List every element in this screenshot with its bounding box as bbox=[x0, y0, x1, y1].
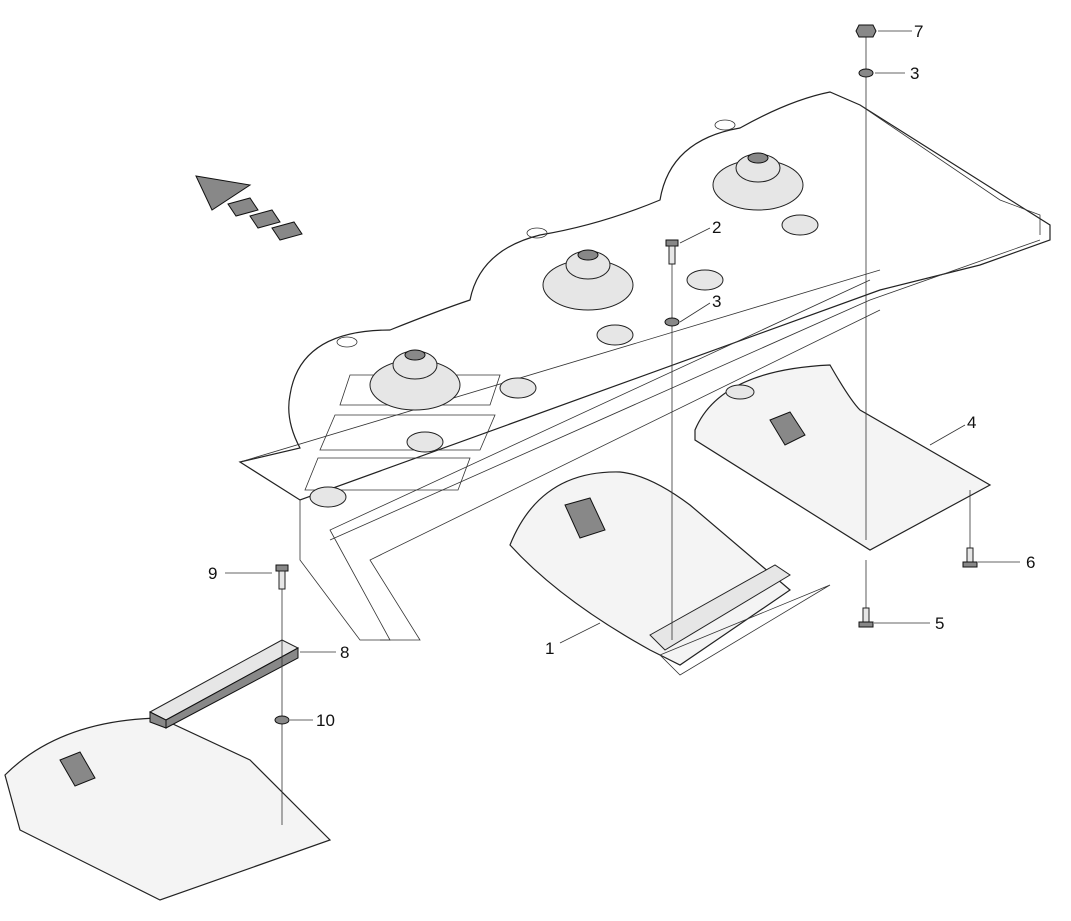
callout-2: 2 bbox=[712, 218, 721, 237]
skid-plate-1 bbox=[509, 471, 791, 666]
wear-bar-8 bbox=[148, 639, 300, 729]
callout-7: 7 bbox=[914, 22, 923, 41]
callout-8: 8 bbox=[340, 643, 349, 662]
callout-4: 4 bbox=[967, 413, 976, 432]
disc-hubs bbox=[309, 152, 819, 508]
direction-arrow-icon bbox=[195, 175, 303, 241]
callout-6: 6 bbox=[1026, 553, 1035, 572]
callout-3-middle: 3 bbox=[712, 292, 721, 311]
callout-3-top: 3 bbox=[910, 64, 919, 83]
fasteners bbox=[274, 24, 978, 825]
skid-plate-4 bbox=[694, 364, 992, 551]
skid-plate-lower bbox=[4, 717, 332, 901]
callout-1: 1 bbox=[545, 639, 554, 658]
leader-lines bbox=[225, 30, 1020, 721]
callout-5: 5 bbox=[935, 614, 944, 633]
callout-10: 10 bbox=[316, 711, 335, 730]
callout-9: 9 bbox=[208, 564, 217, 583]
